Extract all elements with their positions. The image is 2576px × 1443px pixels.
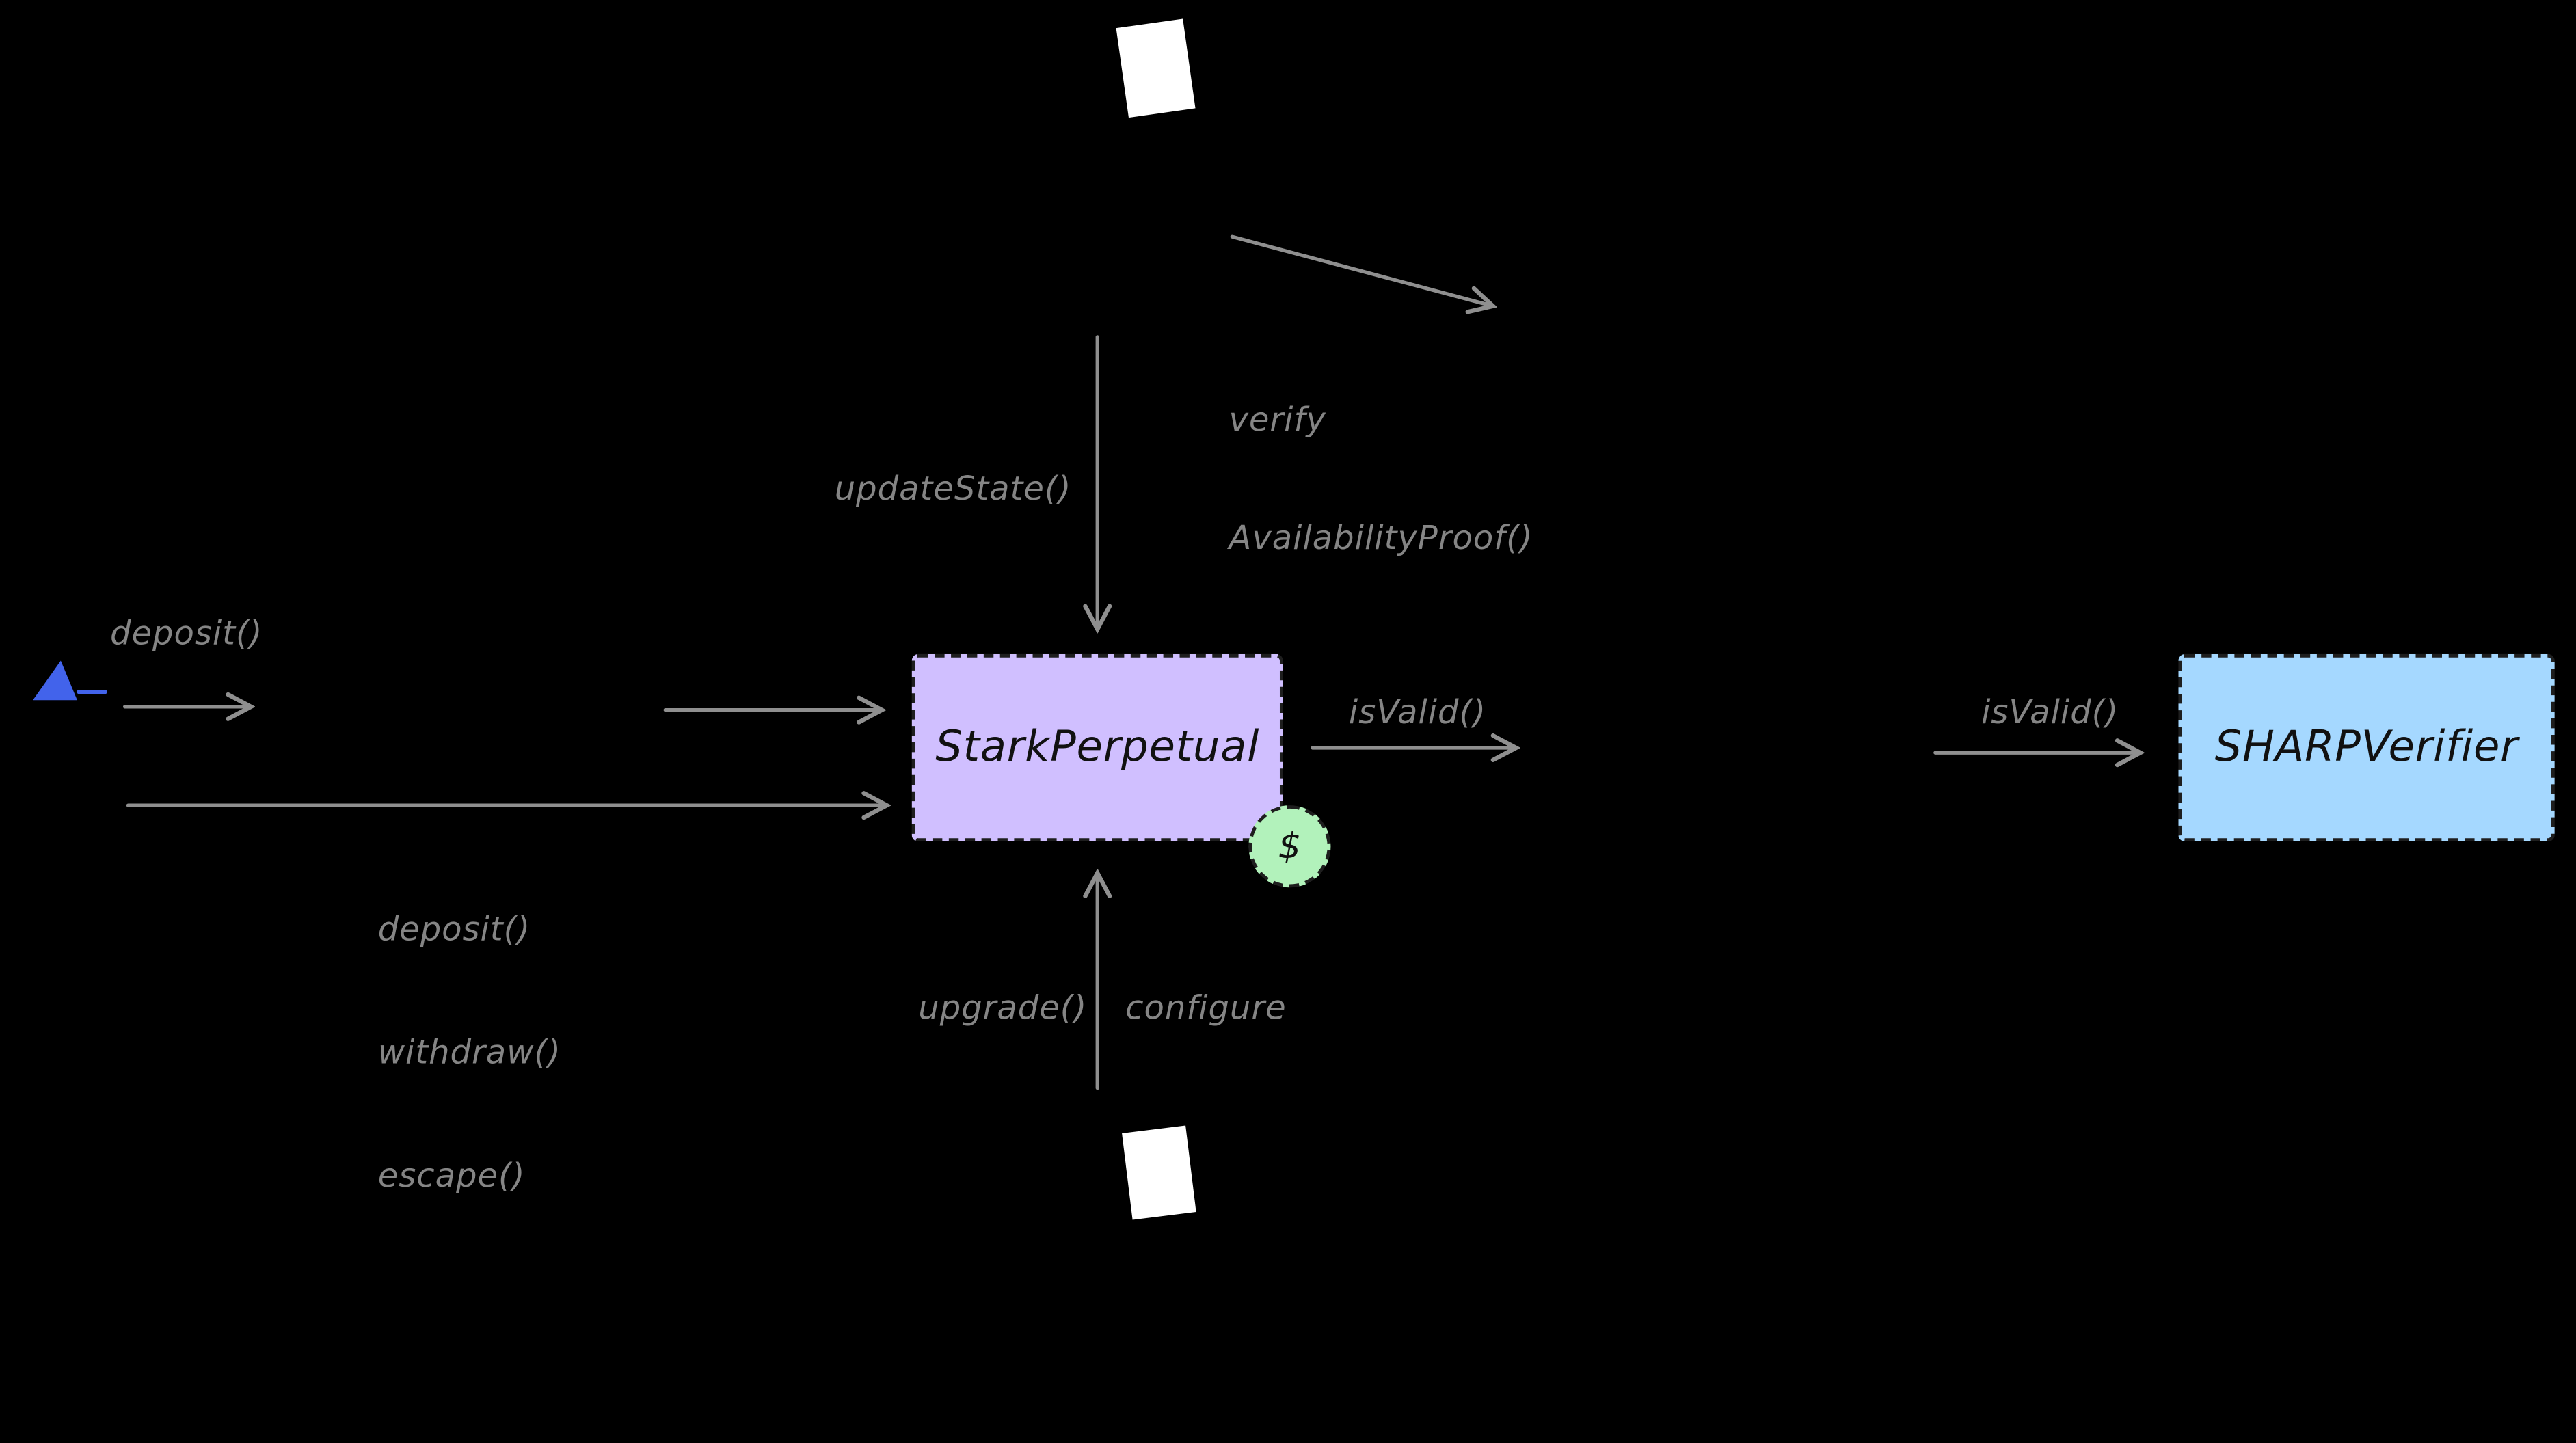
label-is-valid-right: isValid() [1981,692,2119,731]
document-icon-bottom [1122,1125,1196,1220]
label-verify-availability-proof: verify AvailabilityProof() [1229,321,1533,636]
label-update-state: updateState() [834,468,1072,508]
label-user-ops: deposit() withdraw() escape() [378,826,561,1278]
node-stark-perpetual[interactable]: StarkPerpetual [911,653,1283,842]
document-icon-top [1116,18,1196,118]
label-verify-line1: verify [1229,399,1326,439]
node-sharp-verifier[interactable]: SHARPVerifier [2178,653,2555,842]
dollar-badge-label: $ [1278,826,1302,867]
dollar-badge[interactable]: $ [1248,805,1331,888]
sharp-verifier-label: SHARPVerifier [2214,723,2519,773]
arrow-verify-availability-proof [1230,234,1492,306]
label-user-ops-escape: escape() [377,1155,526,1195]
label-configure: configure [1125,988,1287,1027]
label-user-ops-deposit: deposit() [377,908,531,949]
label-upgrade: upgrade() [918,988,1088,1027]
label-is-valid-left: isValid() [1348,692,1486,731]
stark-perpetual-label: StarkPerpetual [935,723,1260,773]
label-verify-line2: AvailabilityProof() [1229,517,1533,558]
label-user-ops-withdraw: withdraw() [377,1031,561,1072]
label-deposit-top: deposit() [110,612,263,653]
triangle-marker-icon [33,660,107,701]
